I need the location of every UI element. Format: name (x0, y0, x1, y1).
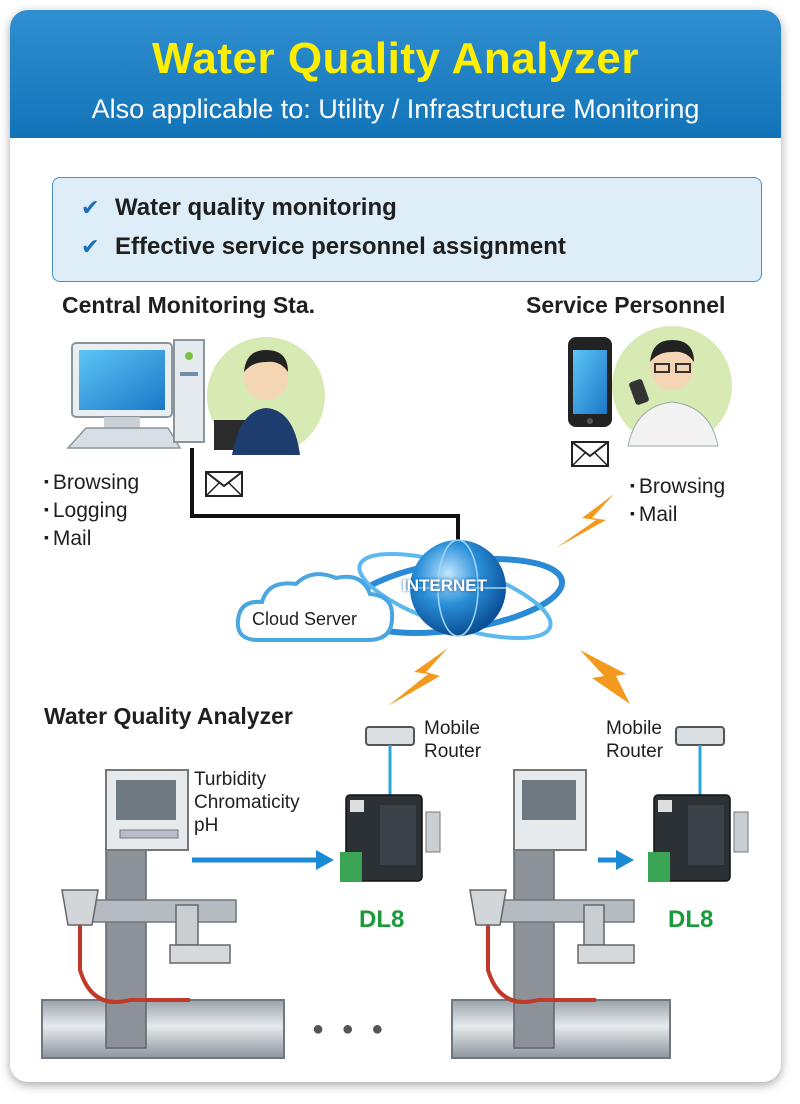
service-function-list: Browsing Mail (630, 472, 725, 528)
desktop-computer-icon (66, 339, 205, 449)
wired-connection-line (190, 448, 460, 560)
dl8-label: DL8 (359, 906, 405, 933)
analyzer-section-title: Water Quality Analyzer (44, 703, 293, 729)
cloud-server-label: Cloud Server (252, 609, 358, 629)
mobile-router-icon (675, 726, 725, 746)
central-function-list: Browsing Logging Mail (44, 468, 139, 552)
page-title: Water Quality Analyzer (152, 34, 639, 83)
mobile-router-label: Mobile Router (424, 718, 482, 762)
checkmark-icon: ✔ (81, 195, 100, 220)
central-monitoring-title: Central Monitoring Sta. (62, 292, 315, 318)
water-analyzer-illustration (451, 769, 671, 1059)
feature-checklist: ✔ Water quality monitoring ✔ Effective s… (52, 177, 762, 282)
checklist-item: ✔ Effective service personnel assignment (81, 233, 566, 260)
dl8-device-icon (340, 794, 441, 882)
operator-avatar (207, 337, 325, 455)
mobile-router-icon (365, 726, 415, 746)
mail-icon (571, 441, 609, 467)
checkmark-icon: ✔ (81, 234, 100, 259)
smartphone-icon (568, 337, 612, 427)
mobile-router-label: Mobile Router (606, 718, 664, 762)
dl8-device-icon (648, 794, 749, 882)
wireless-signal-icon (580, 650, 630, 704)
wireless-signal-icon (388, 648, 448, 706)
measurement-list: Turbidity Chromaticity pH (194, 769, 300, 836)
ellipsis-more: ● ● ● (312, 1018, 390, 1040)
checklist-item: ✔ Water quality monitoring (81, 194, 397, 221)
dl8-label: DL8 (668, 906, 714, 933)
service-personnel-title: Service Personnel (526, 292, 726, 318)
data-flow-arrow (598, 850, 634, 870)
wireless-signal-icon (556, 494, 614, 548)
mail-icon (205, 471, 243, 497)
header-banner: Water Quality Analyzer Also applicable t… (10, 10, 781, 138)
data-flow-arrow (192, 850, 334, 870)
service-person-avatar (612, 326, 732, 447)
internet-label: INTERNET (402, 576, 487, 595)
water-analyzer-illustration (41, 769, 285, 1059)
cloud-server-icon (235, 572, 395, 642)
page-subtitle: Also applicable to: Utility / Infrastruc… (91, 94, 700, 124)
